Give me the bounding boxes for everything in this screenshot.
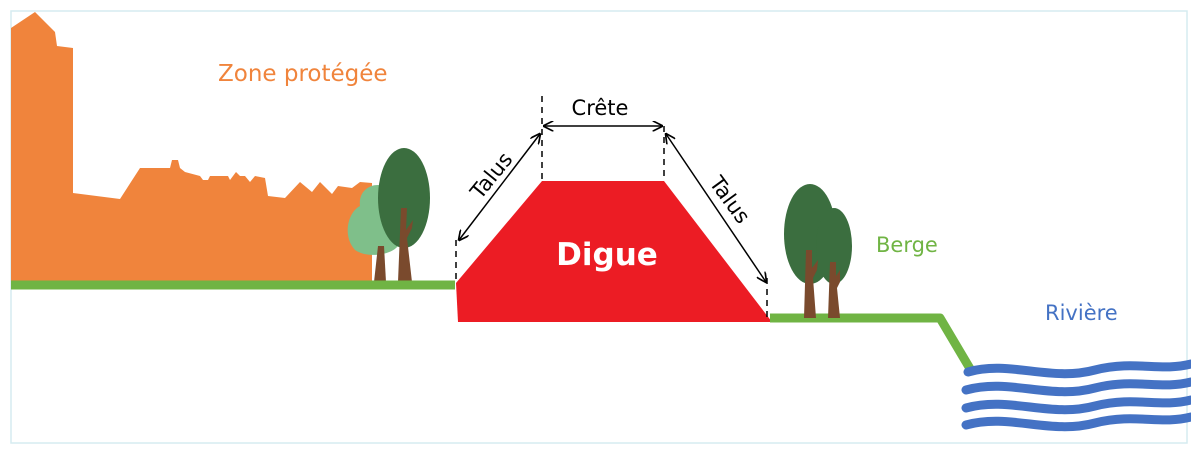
ground-right [770,313,976,375]
tree-dark-left-icon [378,148,430,248]
crest-label: Crête [572,96,629,120]
slope-right-dimension-arrow [666,134,766,282]
protected-zone-label: Zone protégée [218,61,388,87]
slope-right-label: Talus [704,171,755,228]
tree-group-left [347,148,430,282]
trunk-left2-icon [398,208,413,282]
trunk-right2-icon [828,262,840,318]
slope-left-dimension-arrow [459,134,540,240]
river-waves-icon [961,359,1191,432]
tree-dark-right2-icon [816,208,852,284]
tree-group-right [784,184,852,318]
trunk-right-icon [804,250,818,318]
levee-label: Digue [556,237,658,273]
trunk-left-icon [374,246,386,282]
bank-label: Berge [876,233,938,257]
protected-zone-silhouette [11,12,372,283]
slope-left-label: Talus [465,148,517,205]
dimension-lines [455,96,768,318]
river-label: Rivière [1045,301,1118,325]
